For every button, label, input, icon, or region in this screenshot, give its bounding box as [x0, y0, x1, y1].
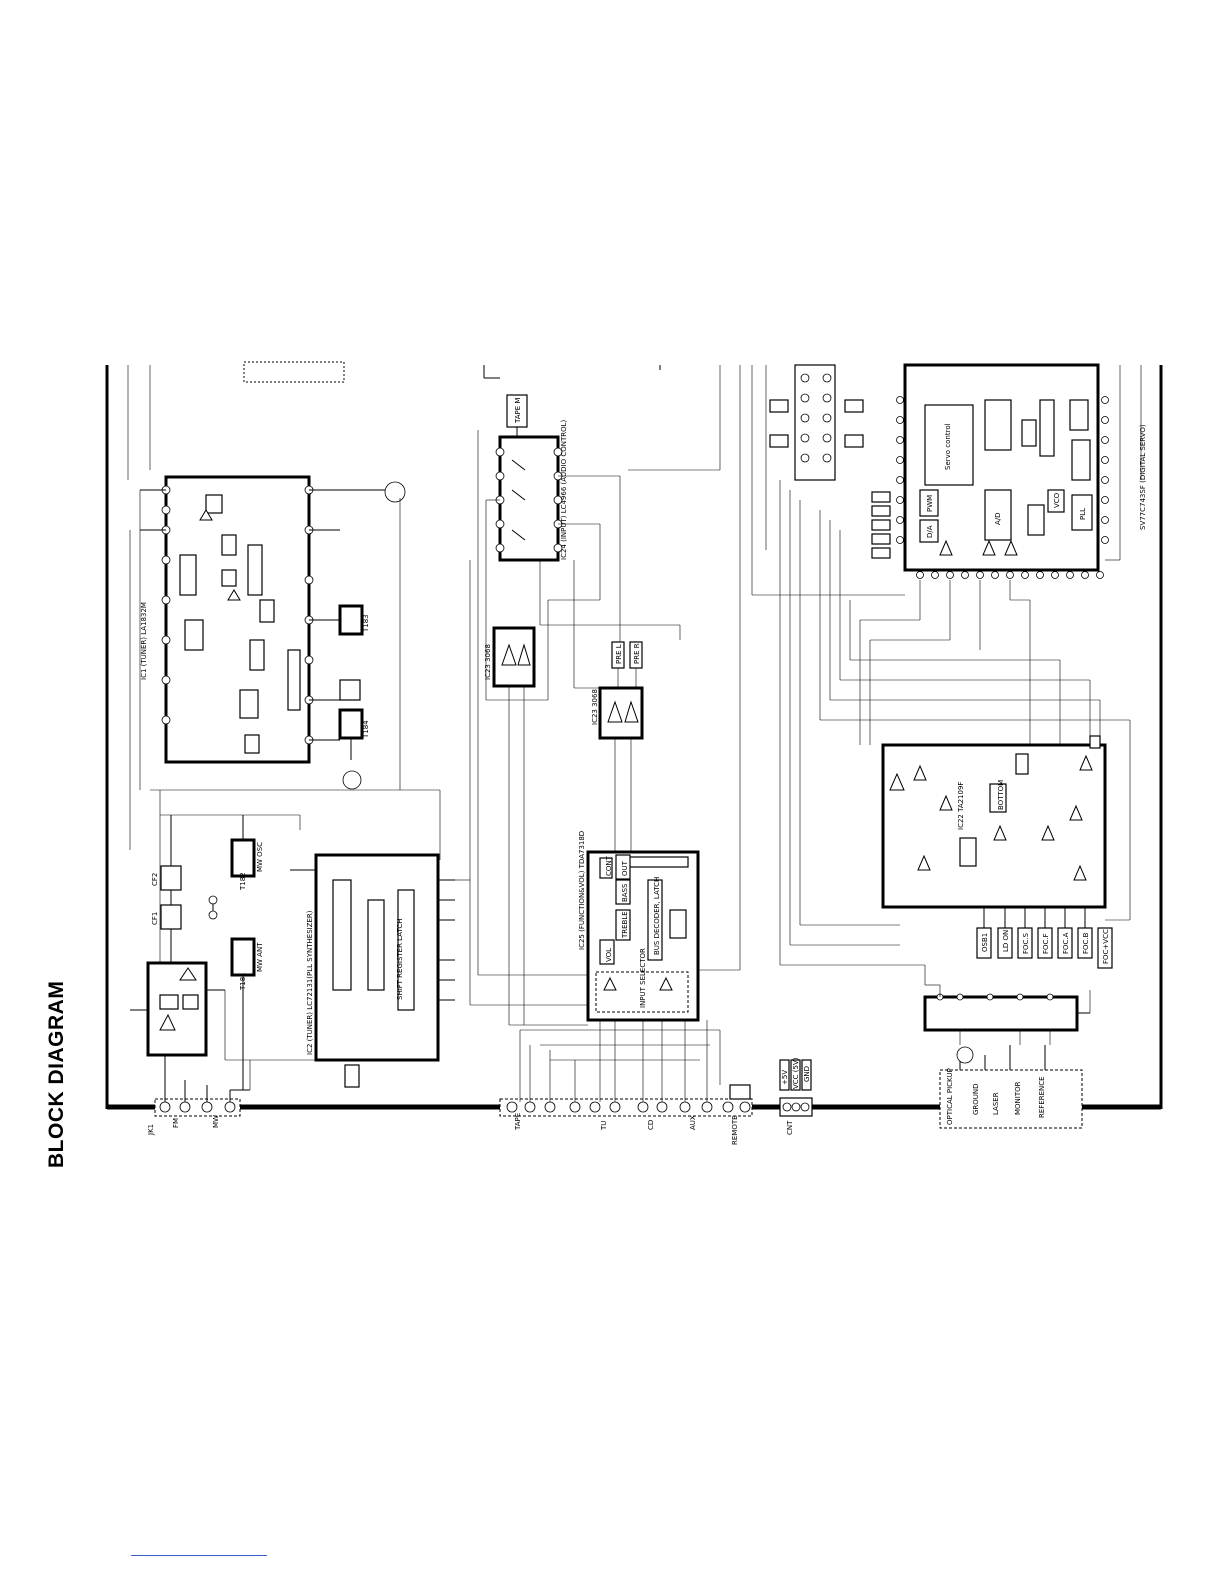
optical-pickup: OPTICAL PICKUP GROUND LASER MONITOR REFE… [946, 1045, 1046, 1125]
tag-osb1: OSB1 [981, 933, 989, 952]
pll-label: PLL [1079, 508, 1087, 520]
tape-jack-label: TAPE [514, 1113, 522, 1131]
vol-label: VOL [605, 948, 613, 962]
pre-r-label: PRE R [633, 643, 641, 664]
jk1-label: JK1 [147, 1124, 155, 1136]
ceramic-filters: CF1 CF2 [151, 815, 182, 963]
cd-mechanism-connector [769, 364, 864, 481]
remote-jack-label: REMOTE [731, 1115, 739, 1145]
ic24-input-audio-control: IC24 (INPUT) LC4966 (AUDIO CONTROL) TAPE… [495, 394, 568, 562]
laser-driver [923, 993, 1090, 1032]
pickup-label: OPTICAL PICKUP [946, 1068, 954, 1125]
ic25-function-volume: VOL BASS TREBLE OUT CONT BUS DECODER, LA… [578, 831, 700, 1022]
cf1-label: CF1 [151, 912, 159, 925]
input-selector-label: INPUT SELECTOR [639, 948, 647, 1008]
ic22-rf-amp: BOTTOM IC22 TA2109F [881, 735, 1107, 909]
pre-out-tags: PRE L PRE R [611, 641, 643, 669]
cnt-pin-5v: +5V [781, 1070, 789, 1085]
t183-label: T183 [362, 614, 370, 633]
pickup-laser: LASER [992, 1092, 1000, 1115]
dsp-label: SV77C743SF (DIGITAL SERVO) [1139, 424, 1147, 530]
ic23-buffer-lower: IC23 3068 [591, 686, 644, 740]
out-label: OUT [621, 860, 629, 876]
bottom-label: BOTTOM [997, 780, 1005, 810]
mw-ant-label: MW ANT [256, 942, 264, 972]
pickup-monitor: MONITOR [1014, 1081, 1022, 1115]
diagram-frame [105, 365, 1163, 1129]
tu-jack-label: TU [600, 1121, 608, 1131]
pickup-ground: GROUND [972, 1083, 980, 1115]
pwm-label: PWM [926, 495, 934, 512]
bus-decoder-label: BUS DECODER, LATCH [653, 877, 661, 955]
wiring [127, 361, 1142, 1102]
pickup-reference: REFERENCE [1038, 1076, 1046, 1118]
servo-input-tags: OSB1 LD ON FOC.S FOC.F FOC.A FOC.B FOC+V… [976, 907, 1113, 969]
svg-text:IC1 (TUNER) LA1832M: IC1 (TUNER) LA1832M [140, 602, 148, 680]
fm-frontend [130, 961, 225, 1057]
t182-label: T182 [239, 872, 247, 891]
vco-label: VCO [1053, 492, 1061, 508]
tag-foc-vcc: FOC+VCC [1102, 929, 1110, 964]
footer-rule [131, 1555, 267, 1556]
dsp-pins [871, 396, 1109, 579]
ic23a-label: IC23 3068 [484, 644, 492, 680]
ic1-fm-if: IC1 (TUNER) LA1832M [140, 475, 345, 764]
tag-foc-b: FOC.B [1082, 932, 1090, 954]
mw-osc-label: MW OSC [256, 842, 264, 872]
shift-latch-label: SHIFT REGISTER LATCH [396, 918, 404, 1000]
ic22-label: IC22 TA2109F [957, 782, 965, 830]
cd-jack-label: CD [647, 1120, 655, 1130]
ic2-pll-synthesizer: SHIFT REGISTER LATCH IC2 (TUNER) LC72131… [290, 853, 455, 1088]
cf2-label: CF2 [151, 873, 159, 886]
aux-jack-label: AUX [689, 1115, 697, 1130]
ic25-label: IC25 (FUNCTION&VOL) TDA7318D [578, 831, 586, 950]
tape-m-label: TAPE M [514, 398, 522, 424]
dsp-digital-servo: Servo control PWM D/A A/D VCO PLL SV77C7… [903, 363, 1147, 572]
fm-label: FM [172, 1118, 180, 1128]
tag-foc-a: FOC.A [1062, 932, 1070, 954]
da-label: D/A [926, 525, 934, 538]
cnt-label: CNT [786, 1120, 794, 1135]
ic24-label: IC24 (INPUT) LC4966 (AUDIO CONTROL) [560, 419, 568, 560]
pre-l-label: PRE L [615, 644, 623, 664]
mw-label: MW [212, 1115, 220, 1128]
ic2-label: IC2 (TUNER) LC72131(PLL SYNTHESIZER) [306, 910, 314, 1055]
cont-label: CONT [605, 855, 613, 876]
tag-ld-on: LD ON [1002, 930, 1010, 952]
ad-label: A/D [994, 512, 1002, 525]
cnt-pin-vcc: VCC (5V) [792, 1057, 800, 1089]
servo-control-label: Servo control [944, 423, 952, 470]
bass-label: BASS [621, 883, 629, 902]
cnt-pin-gnd: GND [803, 1066, 811, 1082]
cnt-connector: +5V VCC (5V) GND CNT [779, 1057, 813, 1135]
if-transformers: T183 T184 [309, 481, 406, 790]
tag-foc-f: FOC.F [1042, 933, 1050, 954]
t184-label: T184 [362, 720, 370, 739]
ic23b-label: IC23 3068 [591, 689, 599, 725]
audio-io-jacks: TAPE TU CD AUX REMOTE [506, 1084, 751, 1145]
ic23-buffer-upper: IC23 3068 [484, 626, 536, 688]
mw-coils: T181 MW ANT T182 MW OSC [208, 815, 264, 1090]
tag-foc-s: FOC.S [1022, 932, 1030, 954]
treble-label: TREBLE [621, 911, 629, 939]
